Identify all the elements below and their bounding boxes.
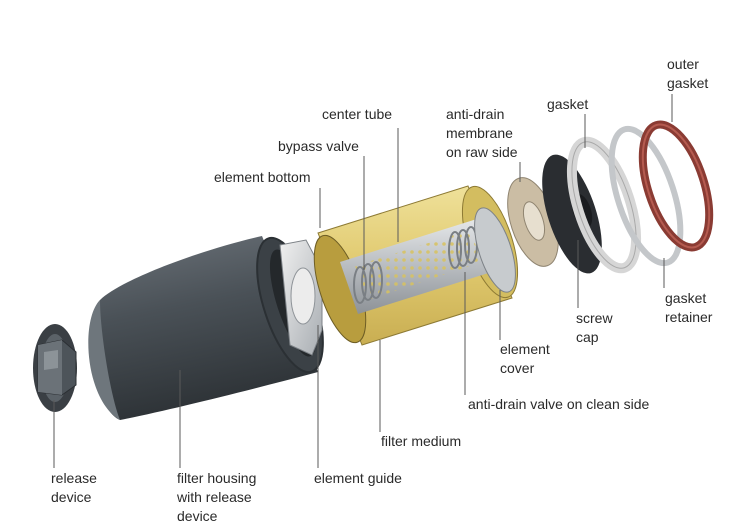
gasket-part: [566, 136, 642, 274]
label-bypass-valve: bypass valve: [278, 138, 359, 154]
element-guide-part: [279, 239, 323, 356]
gasket-retainer-part: [608, 125, 684, 267]
label-center-tube: center tube: [322, 106, 393, 122]
filter-element-part: [313, 185, 519, 346]
label-filter-medium: filter medium: [381, 433, 462, 449]
label-anti-drain-valve: anti-drain valve on clean side: [468, 396, 650, 412]
label-element-bottom: element bottom: [214, 169, 311, 185]
release-device-part: [33, 324, 77, 412]
outer-gasket-part: [638, 120, 714, 252]
filter-housing-part: [88, 236, 324, 420]
label-gasket: gasket: [547, 96, 589, 112]
label-element-guide: element guide: [314, 470, 402, 486]
